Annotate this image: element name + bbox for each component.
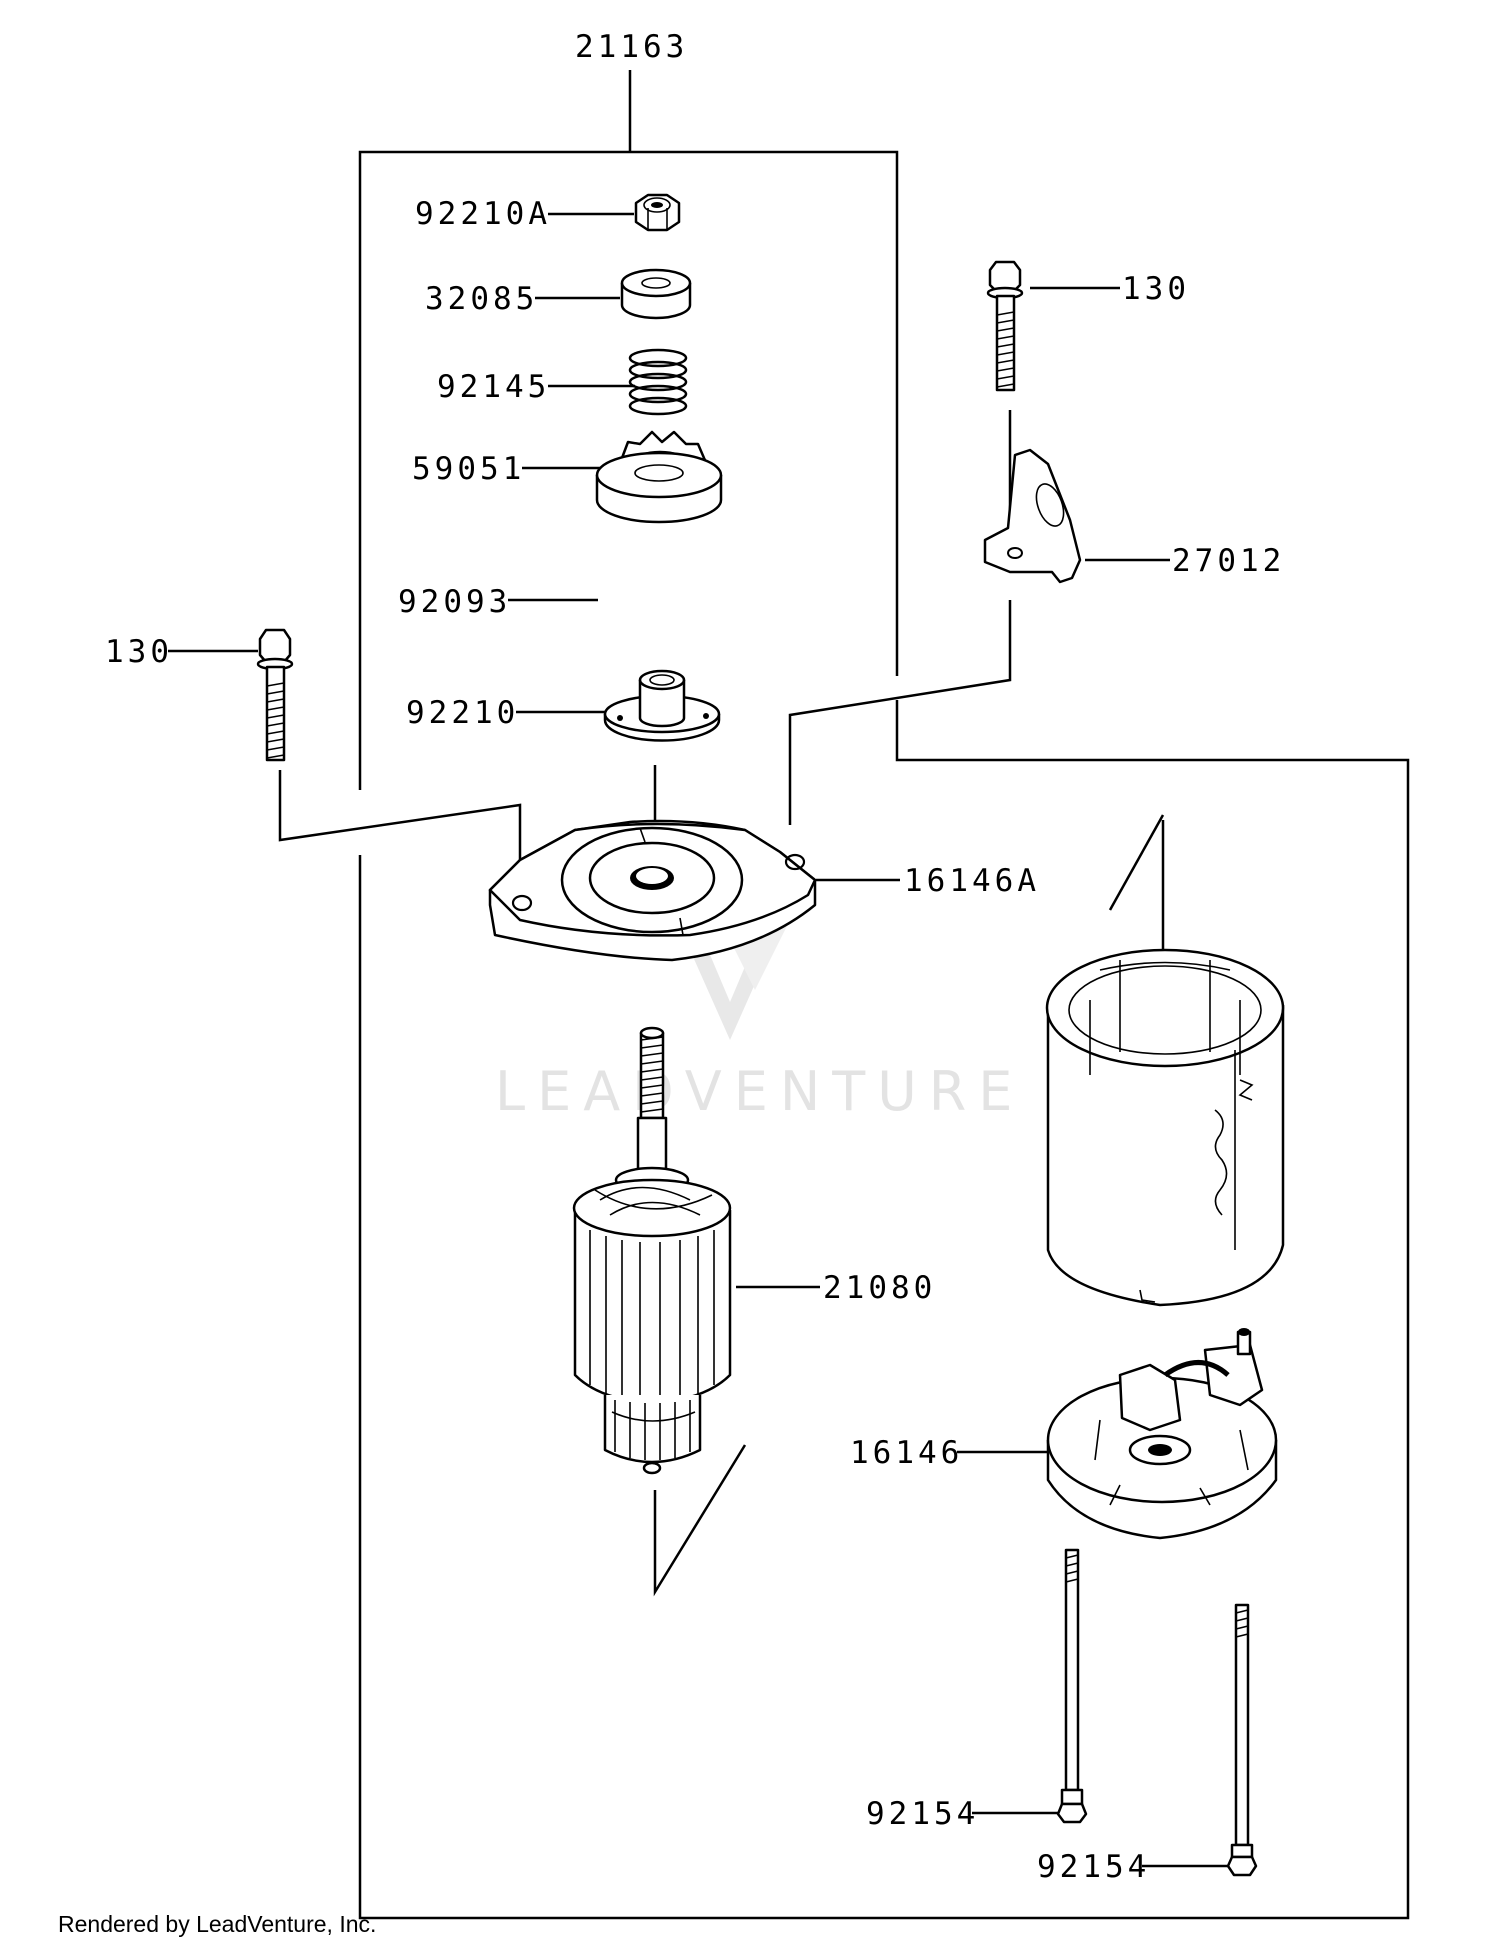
rear-cover-16146 xyxy=(1046,1328,1278,1540)
label-through-bolt-2: 92154 xyxy=(1037,1849,1150,1885)
label-spring: 92145 xyxy=(437,369,550,405)
front-cover-16146a xyxy=(488,819,817,962)
bolt-130-right xyxy=(986,260,1024,392)
label-armature: 21080 xyxy=(823,1270,936,1306)
clutch-nut-92210 xyxy=(603,669,721,742)
watermark-text: LEADVENTURE xyxy=(495,1060,1024,1123)
footer-credit: Rendered by LeadVenture, Inc. xyxy=(58,1911,376,1937)
spring-92145 xyxy=(628,348,688,416)
yoke-housing xyxy=(1045,948,1285,1307)
assembly-bracket xyxy=(358,70,1410,1920)
label-front-cover: 16146A xyxy=(904,863,1040,899)
label-nut: 92210A xyxy=(415,196,551,232)
label-washer: 92093 xyxy=(398,584,511,620)
label-pinion-gear: 59051 xyxy=(412,451,525,487)
bolt-130-left xyxy=(256,628,294,762)
label-bolt-right: 130 xyxy=(1122,271,1190,307)
label-clutch-nut: 92210 xyxy=(406,695,519,731)
label-through-bolt-1: 92154 xyxy=(866,1796,979,1832)
label-rear-cover: 16146 xyxy=(850,1435,963,1471)
part-labels: 21163 92210A 32085 92145 59051 92093 922… xyxy=(105,29,1285,1885)
armature-21080 xyxy=(572,1026,732,1475)
washer-92093 xyxy=(595,451,723,524)
spacer-32085 xyxy=(620,268,692,320)
label-bolt-left: 130 xyxy=(105,634,173,670)
through-bolt-92154-1 xyxy=(1056,1548,1088,1824)
nut-92210a xyxy=(634,193,681,232)
leader-lines xyxy=(168,212,1232,1868)
label-spacer: 32085 xyxy=(425,281,538,317)
bracket-27012 xyxy=(983,448,1082,584)
label-bracket: 27012 xyxy=(1172,543,1285,579)
label-assembly: 21163 xyxy=(575,29,688,65)
through-bolt-92154-2 xyxy=(1226,1603,1258,1877)
